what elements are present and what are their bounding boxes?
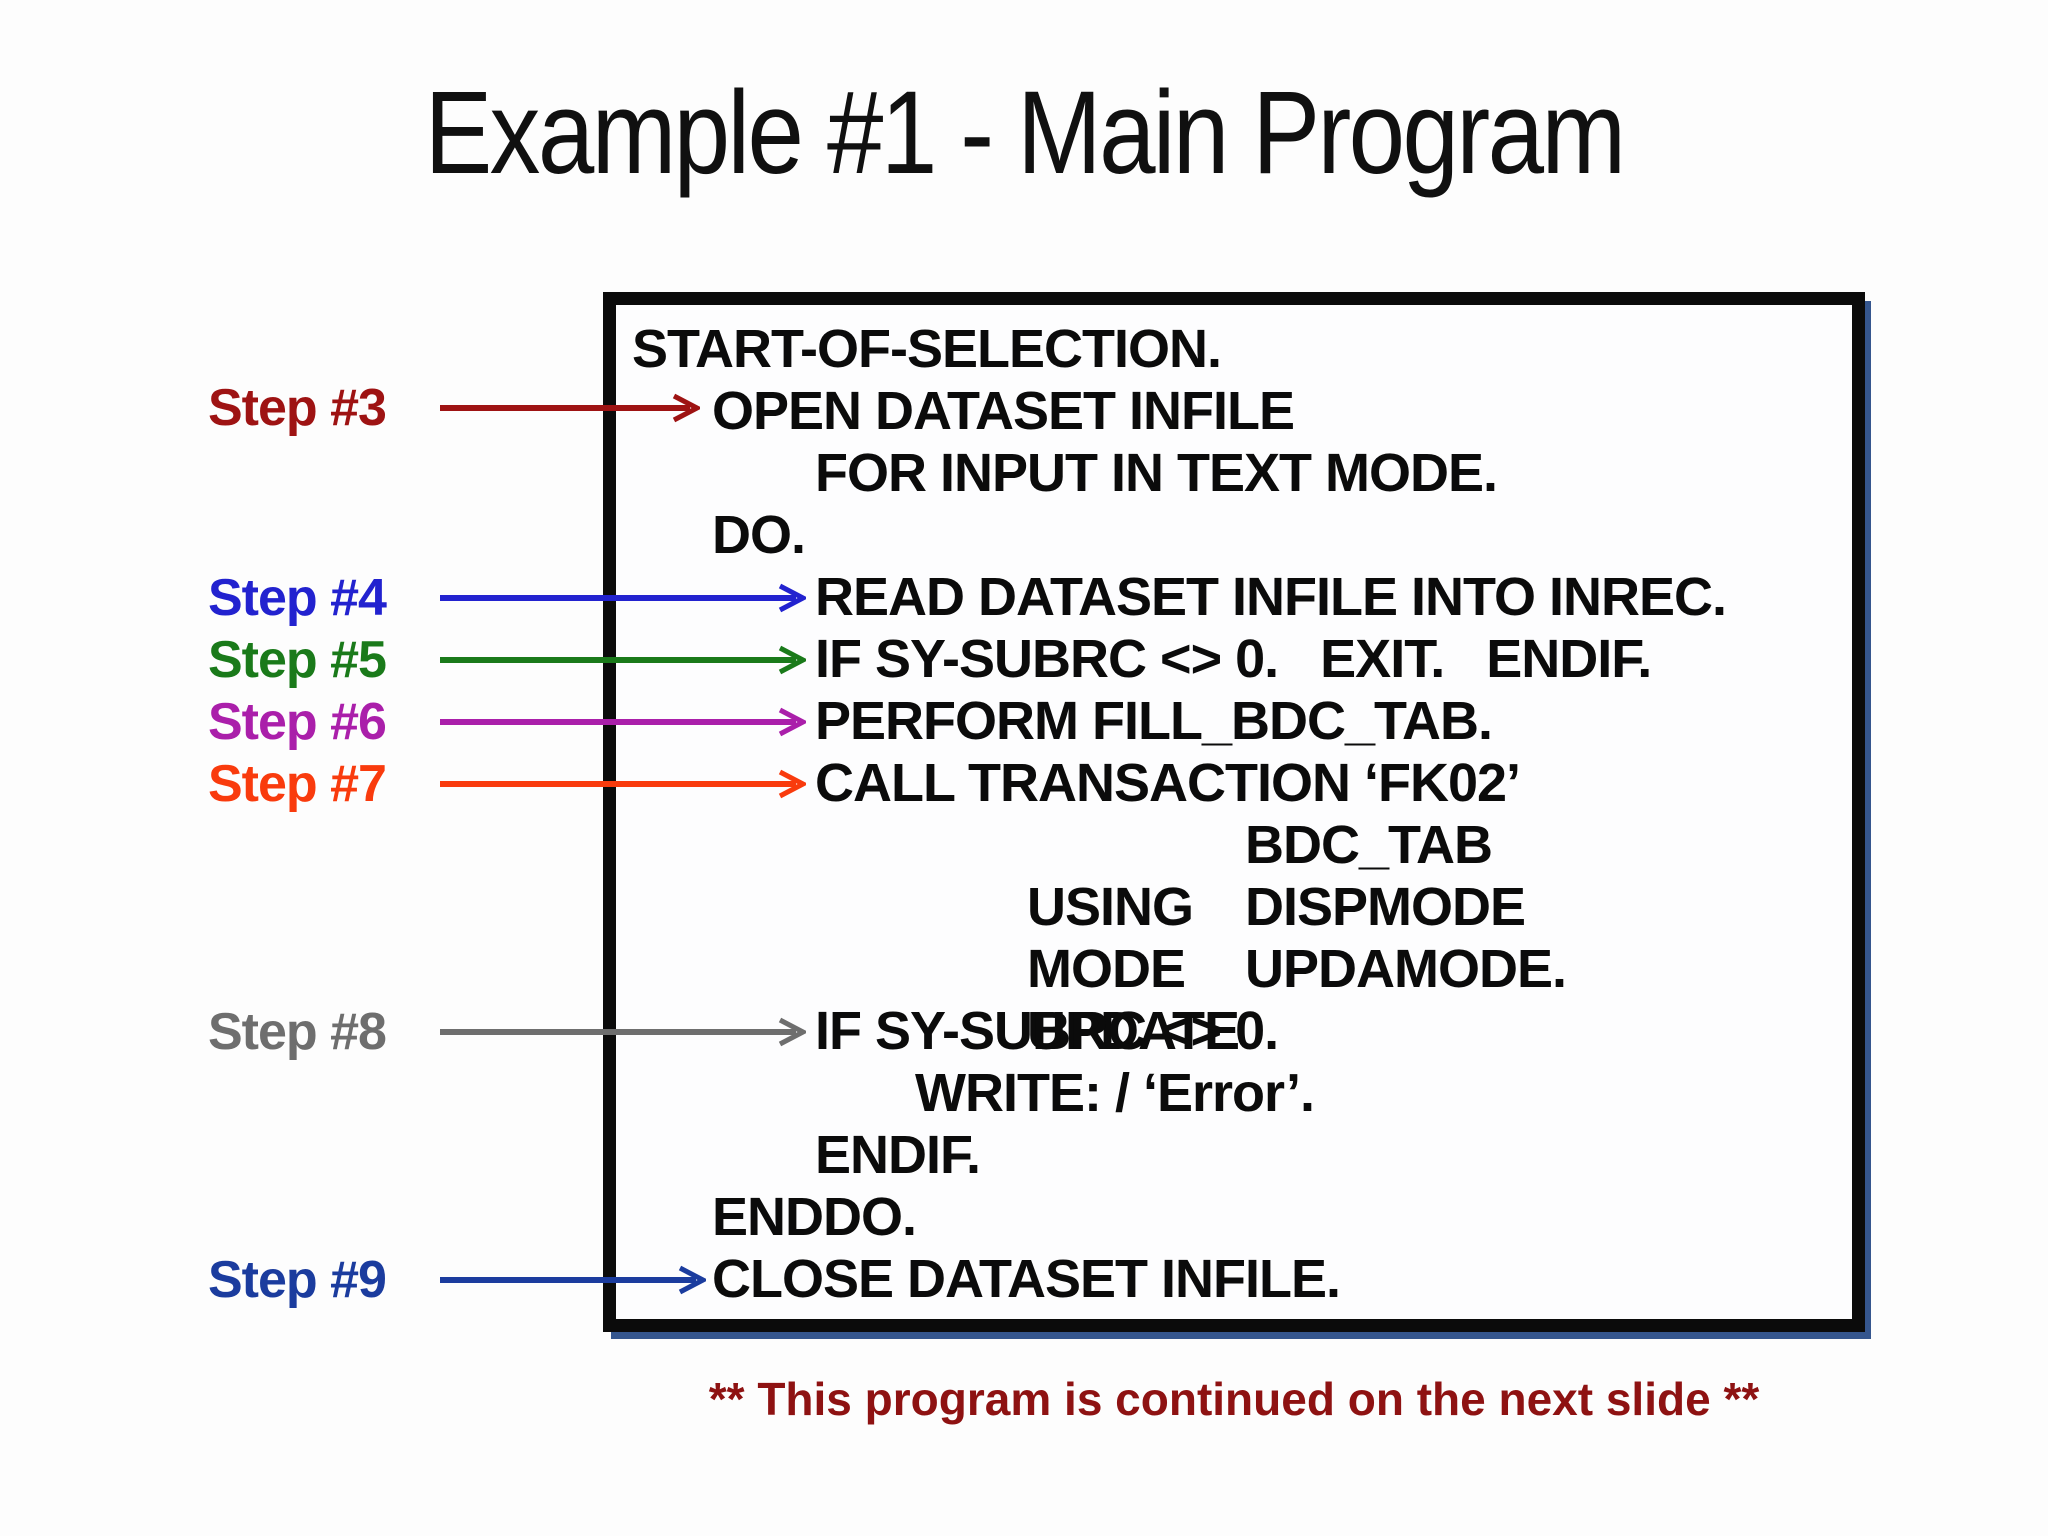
step-label: Step #8 bbox=[208, 1003, 387, 1061]
step-label: Step #4 bbox=[208, 569, 387, 627]
step-row-6: Step #6 bbox=[208, 686, 806, 758]
code-line: IF SY-SUBRC <> 0. EXIT. ENDIF. bbox=[815, 629, 1652, 689]
code-line: OPEN DATASET INFILE bbox=[712, 381, 1295, 441]
step-arrow-icon bbox=[440, 645, 806, 675]
step-arrow-icon bbox=[440, 1265, 706, 1295]
step-row-7: Step #7 bbox=[208, 748, 806, 820]
code-listing: START-OF-SELECTION. OPEN DATASET INFILE … bbox=[616, 318, 1852, 1310]
step-label: Step #3 bbox=[208, 379, 387, 437]
step-label: Step #9 bbox=[208, 1251, 387, 1309]
code-line: ENDIF. bbox=[815, 1125, 981, 1185]
code-line: IF SY-SUBRC <> 0. bbox=[815, 1001, 1279, 1061]
step-label: Step #5 bbox=[208, 631, 387, 689]
step-arrow-icon bbox=[440, 583, 806, 613]
continuation-note: ** This program is continued on the next… bbox=[708, 1373, 1760, 1425]
step-arrow-icon bbox=[440, 393, 700, 423]
step-arrow-icon bbox=[440, 769, 806, 799]
slide-title: Example #1 - Main Program bbox=[0, 58, 2048, 208]
step-row-8: Step #8 bbox=[208, 996, 806, 1068]
code-line: START-OF-SELECTION. bbox=[632, 319, 1222, 379]
code-keyword: USING bbox=[1027, 877, 1194, 937]
code-line: CALL TRANSACTION ‘FK02’ bbox=[815, 753, 1521, 813]
step-label: Step #6 bbox=[208, 693, 387, 751]
step-row-9: Step #9 bbox=[208, 1244, 706, 1316]
step-arrow-icon bbox=[440, 707, 806, 737]
code-line: CLOSE DATASET INFILE. bbox=[712, 1249, 1341, 1309]
code-line: FOR INPUT IN TEXT MODE. bbox=[815, 443, 1498, 503]
slide-title-text: Example #1 - Main Program bbox=[424, 67, 1626, 199]
code-line: READ DATASET INFILE INTO INREC. bbox=[815, 567, 1727, 627]
code-box: START-OF-SELECTION. OPEN DATASET INFILE … bbox=[603, 292, 1865, 1332]
code-keyword: UPDATE bbox=[1027, 1001, 1240, 1061]
code-keyword: MODE bbox=[1027, 939, 1186, 999]
code-operand: DISPMODE bbox=[1245, 877, 1526, 937]
step-row-5: Step #5 bbox=[208, 624, 806, 696]
code-operand: UPDAMODE. bbox=[1245, 939, 1567, 999]
step-arrow-icon bbox=[440, 1017, 806, 1047]
code-operand: BDC_TAB bbox=[1245, 815, 1493, 875]
step-row-4: Step #4 bbox=[208, 562, 806, 634]
code-line: WRITE: / ‘Error’. bbox=[915, 1063, 1315, 1123]
code-line: ENDDO. bbox=[712, 1187, 917, 1247]
step-row-3: Step #3 bbox=[208, 372, 700, 444]
step-label: Step #7 bbox=[208, 755, 387, 813]
code-line: MODE DISPMODE bbox=[616, 876, 1852, 999]
code-line: USING BDC_TAB bbox=[616, 814, 1852, 937]
code-line: PERFORM FILL_BDC_TAB. bbox=[815, 691, 1493, 751]
code-line: DO. bbox=[712, 505, 806, 565]
